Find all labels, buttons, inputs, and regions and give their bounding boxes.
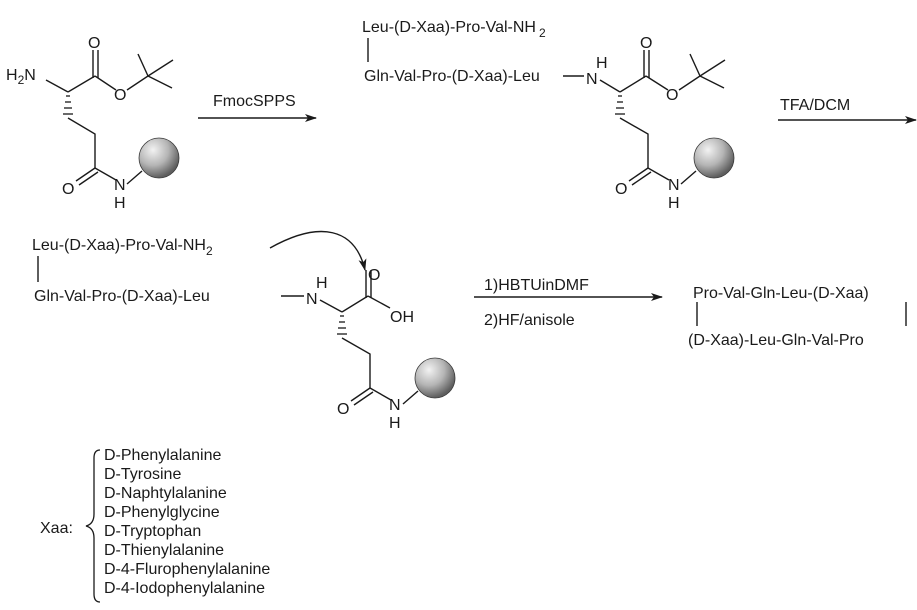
int2-stereo-hash bbox=[337, 315, 347, 335]
step-1-reagent: FmocSPPS bbox=[213, 93, 296, 110]
int2-nh-h: H bbox=[316, 275, 328, 292]
int1-bottom-chain: Gln-Val-Pro-(D-Xaa)-Leu bbox=[364, 68, 540, 85]
step-3-reagent-2: 2)HF/anisole bbox=[484, 312, 575, 329]
legend-label: Xaa: bbox=[40, 520, 73, 537]
legend-item: D-Naphtylalanine bbox=[104, 485, 227, 502]
side-chain bbox=[67, 117, 96, 168]
int1-amide-h: H bbox=[668, 195, 680, 212]
int2-amide-o: O bbox=[337, 401, 349, 418]
amide-n: N bbox=[114, 177, 126, 194]
carbonyl-o: O bbox=[88, 35, 100, 52]
intermediate-2: Leu-(D-Xaa)-Pro-Val-NH2 Gln-Val-Pro-(D-X… bbox=[32, 230, 456, 432]
int1-tbu bbox=[678, 75, 701, 91]
amide-o: O bbox=[62, 181, 74, 198]
amine-n-label: H2N bbox=[6, 67, 36, 87]
int2-nh-n: N bbox=[306, 291, 318, 308]
resin-linker bbox=[126, 170, 143, 185]
int2-amide-n-bond bbox=[369, 387, 392, 401]
cyclic-product: Pro-Val-Gln-Leu-(D-Xaa) (D-Xaa)-Leu-Gln-… bbox=[688, 285, 907, 349]
int1-tbu-m1 bbox=[689, 53, 701, 77]
product-bottom-chain: (D-Xaa)-Leu-Gln-Val-Pro bbox=[688, 332, 864, 349]
int2-amide-h: H bbox=[389, 415, 401, 432]
int2-amide-b bbox=[353, 391, 374, 406]
amide-n-bond bbox=[94, 167, 117, 181]
int1-side-chain bbox=[619, 117, 649, 168]
amide-double-bond-a bbox=[75, 167, 96, 182]
int2-amide-a bbox=[350, 387, 371, 402]
int1-ester bbox=[645, 75, 669, 91]
int2-bottom-chain: Gln-Val-Pro-(D-Xaa)-Leu bbox=[34, 288, 210, 305]
legend-item: D-4-Iodophenylalanine bbox=[104, 580, 265, 597]
resin-bead-3 bbox=[414, 357, 456, 399]
int1-tbu-m3 bbox=[699, 75, 725, 89]
step-2: TFA/DCM bbox=[778, 97, 917, 124]
int2-acid-oh: OH bbox=[390, 309, 414, 326]
curved-attack-arrow bbox=[269, 230, 367, 271]
int1-amide-o: O bbox=[615, 181, 627, 198]
step-2-reagent: TFA/DCM bbox=[780, 97, 850, 114]
amide-h: H bbox=[114, 195, 126, 212]
step-1: FmocSPPS bbox=[198, 93, 317, 122]
amine-bond bbox=[45, 79, 69, 93]
legend-item: D-Phenylalanine bbox=[104, 447, 222, 464]
legend-brace bbox=[85, 449, 101, 603]
legend-item: D-Thienylalanine bbox=[104, 542, 224, 559]
tbu-methyl-1 bbox=[137, 53, 149, 77]
tbu-methyl-3 bbox=[147, 75, 173, 89]
tbu-bond bbox=[126, 75, 149, 91]
tbu-methyl-2 bbox=[147, 59, 174, 77]
int1-amide-b bbox=[631, 171, 652, 186]
step-3: 1)HBTUinDMF 2)HF/anisole bbox=[474, 277, 663, 329]
int1-amide-n: N bbox=[668, 177, 680, 194]
int1-stereo-hash bbox=[615, 95, 625, 115]
amide-double-bond-b bbox=[78, 171, 99, 186]
start-material: H2N O O O N H bbox=[6, 35, 180, 212]
int2-acid-bond bbox=[367, 295, 391, 309]
xaa-legend: Xaa: D-Phenylalanine D-Tyrosine D-Naphty… bbox=[40, 447, 270, 603]
int2-resin-linker bbox=[402, 390, 419, 405]
int1-carbonyl-o: O bbox=[640, 35, 652, 52]
int2-amide-n: N bbox=[389, 397, 401, 414]
legend-item: D-4-Flurophenylalanine bbox=[104, 561, 270, 578]
int1-nh-n: N bbox=[586, 71, 598, 88]
int1-tbu-m2 bbox=[699, 59, 726, 77]
int2-top-chain: Leu-(D-Xaa)-Pro-Val-NH2 bbox=[32, 237, 213, 258]
legend-item: D-Tryptophan bbox=[104, 523, 201, 540]
int2-side-chain bbox=[341, 337, 371, 388]
stereo-hash-bond bbox=[63, 95, 73, 115]
legend-items: D-Phenylalanine D-Tyrosine D-Naphtylalan… bbox=[104, 447, 270, 597]
int2-carbonyl bbox=[341, 295, 369, 313]
int1-carbonyl bbox=[619, 75, 647, 93]
ester-bond bbox=[94, 75, 117, 91]
resin-bead-2 bbox=[693, 137, 735, 179]
resin-bead-1 bbox=[138, 137, 180, 179]
int1-ester-o: O bbox=[666, 87, 678, 104]
legend-item: D-Phenylglycine bbox=[104, 504, 220, 521]
int1-n-ca bbox=[599, 79, 621, 93]
int1-nh-h: H bbox=[596, 55, 608, 72]
int2-carbonyl-o: O bbox=[368, 267, 380, 284]
carbonyl-bond bbox=[67, 75, 96, 93]
legend-item: D-Tyrosine bbox=[104, 466, 181, 483]
int1-resin-linker bbox=[680, 170, 697, 185]
int1-amide-n-bond bbox=[647, 167, 670, 181]
step-3-reagent-1: 1)HBTUinDMF bbox=[484, 277, 589, 294]
int2-n-ca bbox=[319, 299, 343, 313]
ester-o: O bbox=[114, 87, 126, 104]
product-top-chain: Pro-Val-Gln-Leu-(D-Xaa) bbox=[693, 285, 869, 302]
int1-amide-a bbox=[628, 167, 649, 182]
